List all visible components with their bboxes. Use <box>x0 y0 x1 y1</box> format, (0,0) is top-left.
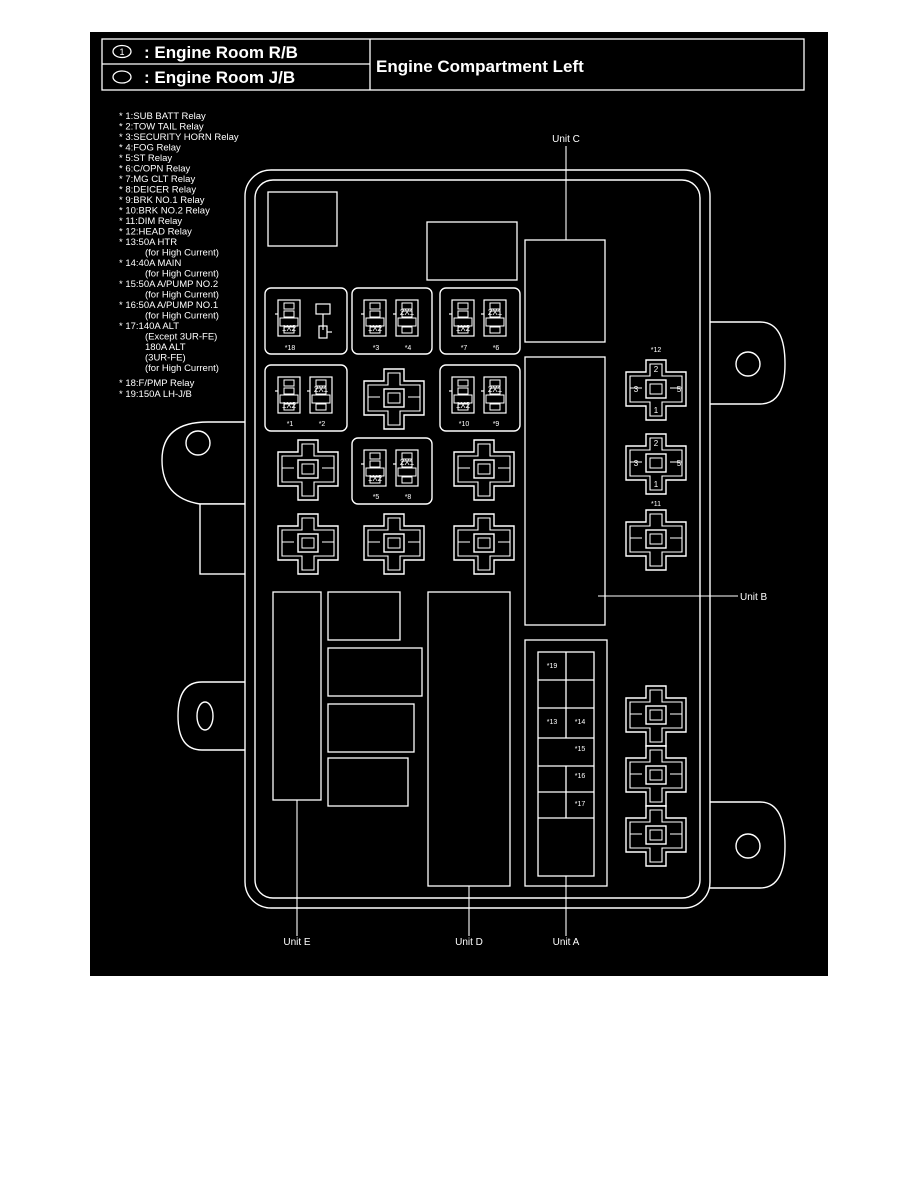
page-title: Engine Compartment Left <box>376 57 584 76</box>
list-item: * 3:SECURITY HORN Relay <box>119 132 239 143</box>
list-item: * 11:DIM Relay <box>119 216 182 227</box>
list-item: * 12:HEAD Relay <box>119 227 192 238</box>
list-item: * 17:140A ALT <box>119 321 179 332</box>
block-top-center <box>426 221 518 281</box>
fuse-label-17: *17 <box>575 801 586 808</box>
list-item: * 4:FOG Relay <box>119 143 181 154</box>
list-item: * 6:C/OPN Relay <box>119 164 191 175</box>
relay-label-3: *3 <box>373 345 380 352</box>
relay-number-labels: *18 *3 *4 *7 *6 *1 *2 *10 *9 *5 *8 *12 *… <box>285 345 662 508</box>
pin-label: 1X2 <box>368 324 383 333</box>
pin-label: 1 <box>654 480 659 489</box>
pin-labels: 1X2 1X2 2X1 1X2 2X1 1X2 2X1 1X2 2X1 1X2 … <box>282 308 503 483</box>
list-item: * 19:150A LH-J/B <box>119 389 192 400</box>
pin-label: 1X2 <box>368 474 383 483</box>
list-item: * 10:BRK NO.2 Relay <box>119 206 210 217</box>
list-item: * 18:F/PMP Relay <box>119 378 195 389</box>
fuse-labels: *19 *13 *14 *15 *16 *17 <box>547 663 586 808</box>
pin-label: 1X2 <box>282 324 297 333</box>
pin-label: 2 <box>654 439 659 448</box>
pin-label: 1X2 <box>282 401 297 410</box>
block-e-2 <box>327 647 423 697</box>
relay-label-12: *12 <box>651 347 662 354</box>
relay-12-pins: 2 3 5 1 2 3 5 1 <box>634 365 682 489</box>
block-e-4 <box>327 757 409 807</box>
list-item: * 9:BRK NO.1 Relay <box>119 195 205 206</box>
fuse-label-15: *15 <box>575 746 586 753</box>
unit-blocks <box>267 191 608 887</box>
pin-label: 2X1 <box>488 308 503 317</box>
block-top-left <box>267 191 338 247</box>
fuse-label-16: *16 <box>575 773 586 780</box>
block-e-3 <box>327 703 415 753</box>
fuse-box-diagram: 1 : Engine Room R/B : Engine Room J/B En… <box>101 38 805 948</box>
pin-label: 5 <box>677 385 682 394</box>
pin-label: 3 <box>634 459 639 468</box>
list-item: * 14:40A MAIN <box>119 258 181 269</box>
unit-b-label: Unit B <box>740 592 768 603</box>
relay-label-1: *1 <box>287 421 294 428</box>
fuse-label-14: *14 <box>575 719 586 726</box>
pin-label: 1X2 <box>456 324 471 333</box>
list-item: * 13:50A HTR <box>119 237 177 248</box>
jb-symbol-icon <box>112 70 132 84</box>
legend-jb-label: : Engine Room J/B <box>144 68 295 87</box>
pin-label: 2X1 <box>400 458 415 467</box>
relay-label-5: *5 <box>373 494 380 501</box>
unit-c-label: Unit C <box>552 134 580 145</box>
relay-label-6: *6 <box>493 345 500 352</box>
pin-label: 2 <box>654 365 659 374</box>
list-item: (for High Current) <box>145 290 219 301</box>
list-item: (for High Current) <box>145 363 219 374</box>
rb-symbol-icon <box>112 44 132 59</box>
pin-label: 2X1 <box>400 308 415 317</box>
list-item: (3UR-FE) <box>145 353 186 364</box>
relay-label-9: *9 <box>493 421 500 428</box>
list-item: (for High Current) <box>145 269 219 280</box>
unit-e-label: Unit E <box>283 937 311 948</box>
diagram-panel: 1 : Engine Room R/B : Engine Room J/B En… <box>90 32 828 976</box>
list-item: * 8:DEICER Relay <box>119 185 196 196</box>
list-item: * 5:ST Relay <box>119 153 172 164</box>
pin-label: 3 <box>634 385 639 394</box>
list-item: 180A ALT <box>145 342 186 353</box>
unit-a-label: Unit A <box>553 937 580 948</box>
list-item: * 2:TOW TAIL Relay <box>119 122 204 133</box>
pin-label: 5 <box>677 459 682 468</box>
list-item: * 7:MG CLT Relay <box>119 174 195 185</box>
relay-label-18: *18 <box>285 345 296 352</box>
unit-c-block <box>524 239 606 343</box>
legend-rb-label: : Engine Room R/B <box>144 43 298 62</box>
list-item: (Except 3UR-FE) <box>145 332 217 343</box>
relay-legend-list: * 1:SUB BATT Relay * 2:TOW TAIL Relay * … <box>119 111 239 400</box>
fuse-label-13: *13 <box>547 719 558 726</box>
pin-label: 2X1 <box>314 385 329 394</box>
list-item: (for High Current) <box>145 248 219 259</box>
list-item: (for High Current) <box>145 311 219 322</box>
relay-label-11: *11 <box>651 501 661 508</box>
relay-label-2: *2 <box>319 421 326 428</box>
relay-label-4: *4 <box>405 345 412 352</box>
fuse-label-19: *19 <box>547 663 558 670</box>
unit-d-label: Unit D <box>455 937 483 948</box>
rb-symbol-number: 1 <box>119 47 124 57</box>
relay-label-8: *8 <box>405 494 412 501</box>
relay-label-7: *7 <box>461 345 468 352</box>
pin-label: 1X2 <box>456 401 471 410</box>
unit-b-block <box>524 356 606 626</box>
block-e-1 <box>327 591 401 641</box>
list-item: * 16:50A A/PUMP NO.1 <box>119 300 218 311</box>
pin-label: 1 <box>654 406 659 415</box>
relay-label-10: *10 <box>459 421 470 428</box>
pin-label: 2X1 <box>488 385 503 394</box>
list-item: * 15:50A A/PUMP NO.2 <box>119 279 218 290</box>
leader-lines <box>296 146 738 936</box>
list-item: * 1:SUB BATT Relay <box>119 111 206 122</box>
